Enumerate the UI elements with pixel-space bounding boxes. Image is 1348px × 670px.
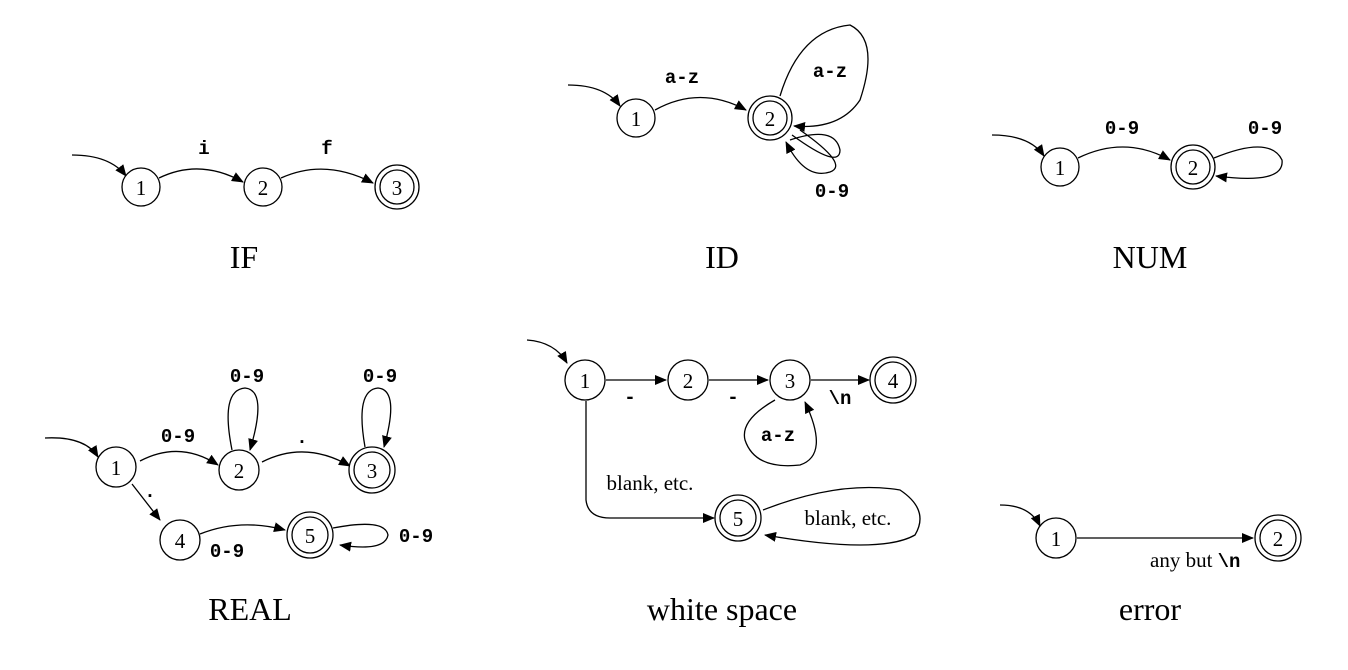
start-arrow xyxy=(71,154,127,177)
state-label: 3 xyxy=(392,176,403,200)
edge-label: . xyxy=(144,481,155,503)
loop-top xyxy=(779,24,869,132)
edge-1-5 xyxy=(585,401,715,523)
loop-5 xyxy=(332,523,389,552)
edge-label: blank, etc. xyxy=(805,506,892,530)
start-arrow xyxy=(999,504,1041,527)
state-label: 2 xyxy=(683,369,694,393)
start-arrow xyxy=(567,84,621,107)
edge-2-3 xyxy=(261,451,351,467)
state-label: 5 xyxy=(305,524,316,548)
edge-1-2 xyxy=(139,450,219,466)
edge-label: 0-9 xyxy=(399,526,433,548)
edge-1-2 xyxy=(654,96,747,111)
state-1 xyxy=(1035,517,1077,559)
dfa-id: 1 2 a-z a-z 0-9 ID xyxy=(567,24,869,275)
state-label: 4 xyxy=(175,529,186,553)
start-arrow xyxy=(526,339,568,364)
diagram-title: ID xyxy=(705,239,739,275)
edge-label: f xyxy=(321,138,332,160)
state-label: 1 xyxy=(111,456,122,480)
state-label: 3 xyxy=(785,369,796,393)
edge-label: a-z xyxy=(761,425,795,447)
dfa-real: 1 2 3 4 5 0-9 0-9 . 0-9 . 0-9 0-9 REAL xyxy=(44,366,433,627)
edge-label: any but \n xyxy=(1150,548,1240,573)
state-2 xyxy=(243,167,283,207)
state-label: 3 xyxy=(367,459,378,483)
state-label: 1 xyxy=(136,176,147,200)
edge-label: a-z xyxy=(813,61,847,83)
edge-label: 0-9 xyxy=(161,426,195,448)
state-2 xyxy=(667,359,709,401)
state-1 xyxy=(1040,147,1080,187)
state-1 xyxy=(616,98,656,138)
edge-label: - xyxy=(727,387,738,409)
state-label: 1 xyxy=(631,107,642,131)
diagram-title: REAL xyxy=(208,591,292,627)
edge-label: blank, etc. xyxy=(607,471,694,495)
dfa-num: 1 2 0-9 0-9 NUM xyxy=(991,118,1283,275)
edge-1-2 xyxy=(158,168,244,183)
dfa-error: 1 2 any but \n error xyxy=(999,504,1302,627)
state-label: 2 xyxy=(234,459,245,483)
edge-label: 0-9 xyxy=(1248,118,1282,140)
loop-2 xyxy=(227,387,259,451)
state-label: 1 xyxy=(580,369,591,393)
state-label: 4 xyxy=(888,369,899,393)
state-1 xyxy=(121,167,161,207)
state-label: 2 xyxy=(258,176,269,200)
edge-label: i xyxy=(198,138,209,160)
edge-4-5 xyxy=(199,522,286,535)
edge-label: a-z xyxy=(665,67,699,89)
start-arrow xyxy=(44,437,99,458)
diagram-title: IF xyxy=(230,239,258,275)
loop-3 xyxy=(361,387,392,448)
dfa-white-space: 1 2 3 4 5 - - \n a-z blank, etc. blank, … xyxy=(526,339,921,627)
dfa-if: 1 2 3 i f IF xyxy=(71,138,420,275)
state-1 xyxy=(564,359,606,401)
loop-bottom xyxy=(785,129,837,174)
state-label: 1 xyxy=(1051,527,1062,551)
diagram-title: NUM xyxy=(1113,239,1188,275)
edge-label: 0-9 xyxy=(815,181,849,203)
edge-label: . xyxy=(296,427,307,449)
state-1 xyxy=(95,446,137,488)
state-label: 2 xyxy=(1273,527,1284,551)
edge-label: - xyxy=(624,387,635,409)
loop xyxy=(1213,146,1283,183)
edge-label: 0-9 xyxy=(210,541,244,563)
state-label: 5 xyxy=(733,507,744,531)
edge-2-3 xyxy=(280,168,374,184)
state-label: 1 xyxy=(1055,156,1066,180)
edge-label: 0-9 xyxy=(363,366,397,388)
state-label: 2 xyxy=(1188,156,1199,180)
diagram-title: white space xyxy=(647,591,797,627)
edge-label: \n xyxy=(829,388,852,410)
state-label: 2 xyxy=(765,107,776,131)
state-4 xyxy=(159,519,201,561)
loop-3 xyxy=(743,399,817,467)
edge-label: 0-9 xyxy=(230,366,264,388)
state-3 xyxy=(769,359,811,401)
state-2 xyxy=(218,449,260,491)
edge-label: 0-9 xyxy=(1105,118,1139,140)
loop-5 xyxy=(762,486,921,546)
diagram-title: error xyxy=(1119,591,1182,627)
start-arrow xyxy=(991,134,1045,157)
edge-1-2 xyxy=(1077,146,1171,161)
edge-1-4 xyxy=(131,483,161,521)
